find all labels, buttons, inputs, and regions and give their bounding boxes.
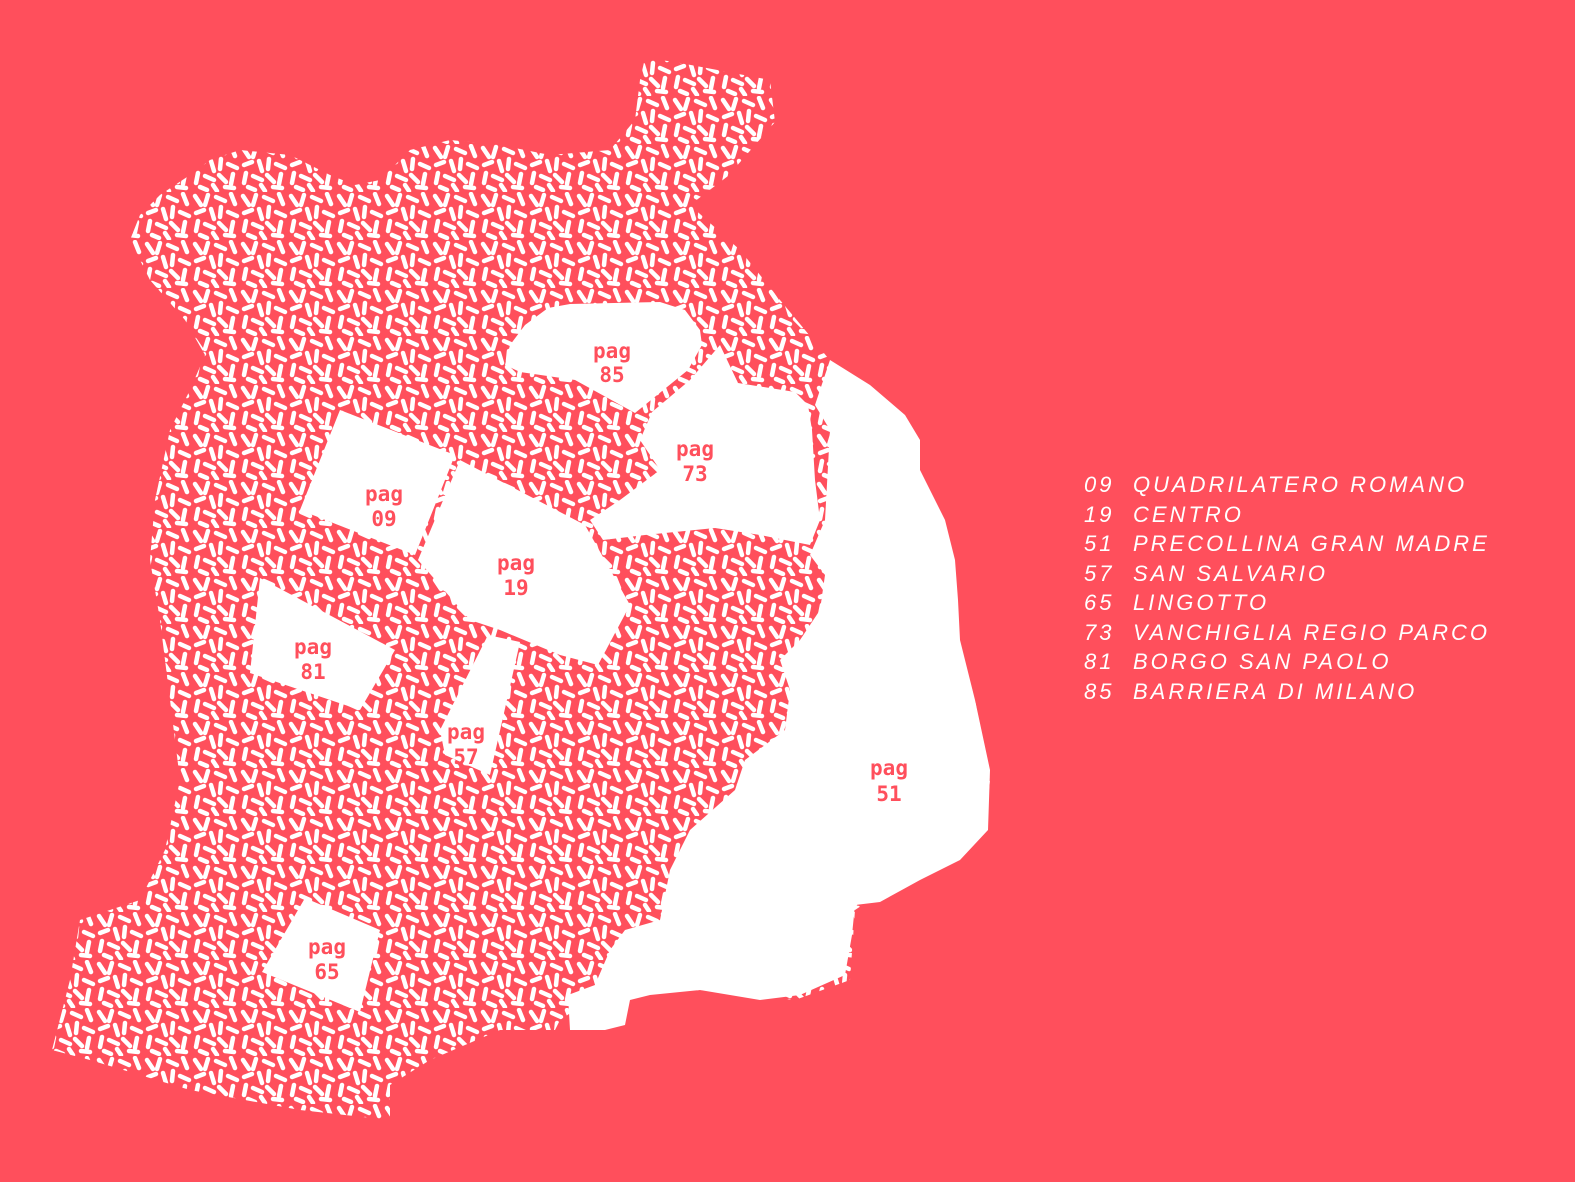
district-09-prefix: pag <box>365 482 403 506</box>
legend-district-name: VANCHIGLIA REGIO PARCO <box>1133 619 1490 645</box>
legend-item: 65 LINGOTTO <box>1084 588 1490 618</box>
legend-item: 85 BARRIERA DI MILANO <box>1084 677 1490 707</box>
legend-district-name: BORGO SAN PAOLO <box>1133 649 1392 674</box>
district-73-shape[interactable] <box>590 345 820 545</box>
legend-district-name: PRECOLLINA GRAN MADRE <box>1133 531 1490 556</box>
district-57-label: pag 57 <box>447 720 485 769</box>
district-09-label: pag 09 <box>365 482 403 531</box>
district-81-shape[interactable] <box>250 578 395 710</box>
legend-page: 51 <box>1084 531 1115 556</box>
legend-item: 19 CENTRO <box>1084 500 1490 530</box>
district-65-page: 65 <box>314 960 339 984</box>
district-73-label: pag 73 <box>676 437 714 486</box>
district-57-page: 57 <box>453 745 478 769</box>
legend-page: 81 <box>1084 649 1115 674</box>
legend-district-name: BARRIERA DI MILANO <box>1133 678 1418 704</box>
legend-district-name: SAN SALVARIO <box>1133 560 1328 586</box>
legend-page: 57 <box>1084 560 1115 586</box>
district-85-prefix: pag <box>593 339 631 363</box>
legend-item: 09 QUADRILATERO ROMANO <box>1084 470 1490 500</box>
district-19-label: pag 19 <box>497 551 535 600</box>
legend-district-name: QUADRILATERO ROMANO <box>1133 472 1468 497</box>
legend-page: 19 <box>1084 501 1115 527</box>
district-65-shape[interactable] <box>262 898 380 1012</box>
legend-page: 85 <box>1084 678 1115 704</box>
district-legend: 09 QUADRILATERO ROMANO 19 CENTRO 51 PREC… <box>1084 470 1490 706</box>
district-51-page: 51 <box>876 782 901 806</box>
district-51-label: pag 51 <box>870 756 908 806</box>
legend-item: 73 VANCHIGLIA REGIO PARCO <box>1084 618 1490 648</box>
district-81-prefix: pag <box>294 635 332 659</box>
district-85-label: pag 85 <box>593 339 631 387</box>
district-81-page: 81 <box>300 660 325 684</box>
district-51-shape[interactable] <box>568 360 990 1030</box>
legend-district-name: LINGOTTO <box>1133 590 1270 615</box>
district-85-page: 85 <box>599 363 624 387</box>
legend-page: 65 <box>1084 590 1115 615</box>
district-19-shape[interactable] <box>418 460 630 665</box>
district-09-shape[interactable] <box>300 410 455 555</box>
district-19-page: 19 <box>503 576 528 600</box>
district-57-shape[interactable] <box>440 635 520 775</box>
legend-item: 51 PRECOLLINA GRAN MADRE <box>1084 529 1490 559</box>
district-65-prefix: pag <box>308 935 346 959</box>
legend-page: 09 <box>1084 472 1115 497</box>
legend-item: 81 BORGO SAN PAOLO <box>1084 647 1490 677</box>
district-19-prefix: pag <box>497 551 535 575</box>
legend-page: 73 <box>1084 619 1115 645</box>
district-73-prefix: pag <box>676 437 714 461</box>
district-85-shape[interactable] <box>505 302 702 413</box>
district-51-prefix: pag <box>870 756 908 780</box>
legend-district-name: CENTRO <box>1133 501 1244 527</box>
legend-item: 57 SAN SALVARIO <box>1084 559 1490 589</box>
district-73-page: 73 <box>682 462 707 486</box>
district-57-prefix: pag <box>447 720 485 744</box>
district-09-page: 09 <box>371 507 396 531</box>
district-65-label: pag 65 <box>308 935 346 984</box>
district-81-label: pag 81 <box>294 635 332 684</box>
